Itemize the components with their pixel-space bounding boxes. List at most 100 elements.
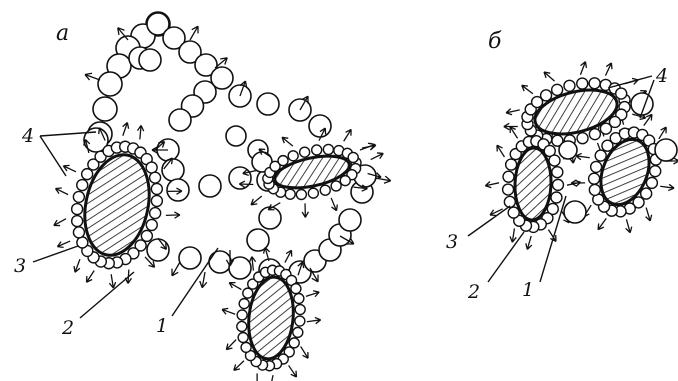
bead [77, 237, 88, 248]
label-2: 2 [61, 317, 74, 339]
bead [312, 145, 322, 155]
bead [506, 159, 517, 170]
bead [541, 90, 552, 101]
spike [646, 208, 652, 221]
label-2: 2 [467, 281, 480, 303]
bead [295, 316, 305, 326]
spike [510, 228, 516, 242]
bead [289, 338, 299, 348]
bead [93, 97, 117, 121]
bead [226, 126, 246, 146]
spike [605, 63, 611, 76]
bead [348, 152, 358, 162]
spike [626, 219, 632, 232]
bead [331, 181, 341, 191]
bead [288, 151, 298, 161]
bead [278, 156, 288, 166]
spike [282, 137, 293, 146]
spike [331, 198, 337, 211]
bead [552, 84, 563, 95]
bead [147, 239, 169, 261]
spike [576, 153, 590, 159]
bead [151, 195, 162, 206]
bead [241, 342, 251, 352]
spike [190, 26, 198, 40]
bead [291, 284, 301, 294]
spike [344, 129, 351, 141]
bead [146, 219, 157, 230]
spike [644, 114, 652, 125]
bead [552, 179, 563, 190]
bead [139, 49, 161, 71]
spike [302, 203, 308, 217]
bead [641, 188, 652, 199]
bead [229, 257, 251, 279]
bead [257, 93, 279, 115]
bead [151, 183, 162, 194]
spike [226, 340, 236, 350]
panel-a: а 4 3 2 1 [14, 12, 391, 381]
bead [577, 133, 588, 144]
bead [294, 293, 304, 303]
spike [137, 125, 143, 139]
bead [551, 192, 562, 203]
spike [510, 127, 518, 139]
bead [616, 88, 627, 99]
spike [544, 72, 555, 81]
spike [660, 184, 674, 190]
label-3: 3 [14, 255, 26, 277]
bead [589, 78, 600, 89]
bead [295, 305, 305, 315]
bead [340, 176, 350, 186]
spike [166, 212, 180, 218]
spike [87, 271, 95, 283]
bead [150, 172, 161, 183]
spike [659, 127, 666, 139]
spike [85, 73, 100, 80]
bead [285, 189, 295, 199]
bead [146, 162, 157, 173]
bead [72, 216, 83, 227]
bead [650, 166, 661, 177]
bead [77, 180, 88, 191]
spike [360, 143, 375, 150]
bead [162, 159, 184, 181]
bead [646, 177, 657, 188]
spike [371, 153, 384, 160]
spike [580, 62, 586, 75]
label-1: 1 [522, 279, 534, 301]
label-4: 4 [655, 65, 668, 87]
bead [229, 167, 251, 189]
spike [222, 308, 235, 314]
bead [504, 196, 515, 207]
spike [123, 123, 129, 136]
bead [141, 230, 152, 241]
bead [237, 321, 247, 331]
bead [82, 169, 93, 180]
bead [150, 208, 161, 219]
spike [56, 188, 69, 195]
bead [552, 167, 563, 178]
spike [306, 291, 319, 297]
bead [589, 173, 600, 184]
bead [239, 299, 249, 309]
spike [522, 85, 533, 93]
spike [234, 361, 244, 371]
panel-b: б 4 3 2 1 [446, 29, 678, 303]
bead [503, 184, 514, 195]
spike [57, 241, 70, 247]
bead [73, 227, 84, 238]
bead [169, 109, 191, 131]
bead [503, 171, 514, 182]
spike [254, 373, 260, 381]
bead [98, 72, 122, 96]
bead [238, 333, 248, 343]
spike [109, 274, 115, 288]
panel-b-letter: б [488, 29, 502, 54]
bead [308, 188, 318, 198]
spike [289, 365, 297, 377]
bead [589, 184, 600, 195]
spike [526, 236, 532, 249]
bead [564, 80, 575, 91]
